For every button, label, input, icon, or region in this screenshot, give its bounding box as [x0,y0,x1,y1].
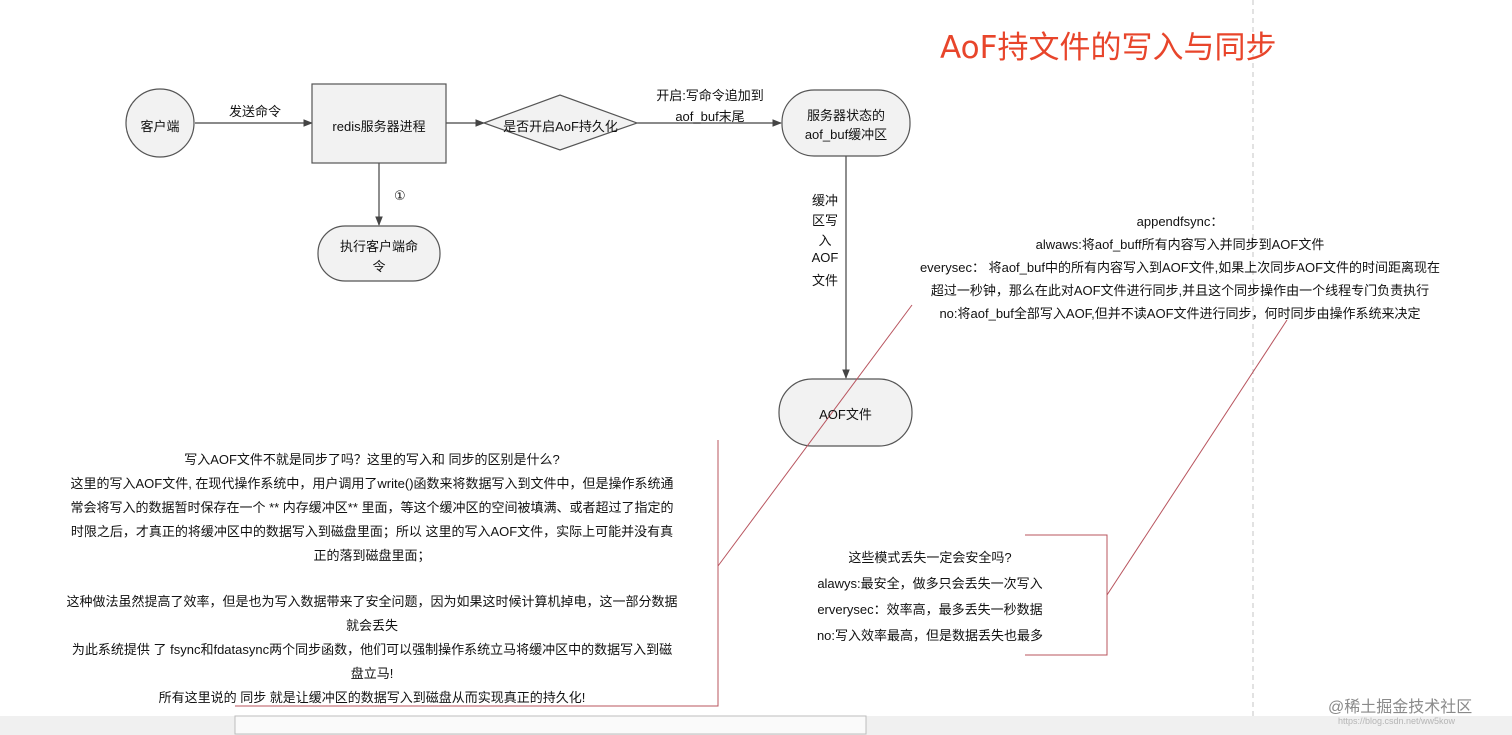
appendfsync-note: appendfsync： alwaws:将aof_buff所有内容写入并同步到A… [880,210,1480,325]
watermark-main: @稀土掘金技术社区 [1328,699,1473,716]
left-note-p3-line1: 为此系统提供 了 fsync和fdatasync两个同步函数，他们可以强制操作系… [71,642,673,657]
enabled-label-line1: 开启:写命令追加到 [656,88,764,103]
node-client [125,88,195,158]
buffer-label-line2: aof_buf缓冲区 [804,127,888,142]
enabled-label-line2: aof_buf末尾 [675,109,745,124]
execute-label-line1: 执行客户端命 [339,239,418,254]
node-buffer [781,89,911,157]
left-note-p1-line3: 时限之后，才真正的将缓冲区中的数据写入到磁盘里面；所以 这里的写入AOF文件，实… [70,524,674,539]
appendfsync-heading: appendfsync： [1136,214,1224,229]
node-execute [317,225,441,282]
appendfsync-no: no:将aof_buf全部写入AOF,但并不读AOF文件进行同步，何时同步由操作… [939,306,1421,321]
appendfsync-everysec: everysec： 将aof_buf中的所有内容写入到AOF文件,如果上次同步A… [919,260,1441,275]
left-note-p2-line1: 这种做法虽然提高了效率，但是也为写入数据带来了安全问题，因为如果这时候计算机掉电… [66,594,678,609]
right-note-always: alawys:最安全，做多只会丢失一次写入 [817,576,1043,591]
left-note: 写入AOF文件不就是同步了吗？这里的写入和 同步的区别是什么? 这里的写入AOF… [22,448,722,710]
buffer-label-line1: 服务器状态的 [806,108,885,123]
redis-server-label: redis服务器进程 [332,119,426,134]
node-aof-file [778,378,913,447]
appendfsync-always: alwaws:将aof_buff所有内容写入并同步到AOF文件 [1035,237,1325,252]
node-decision [482,94,639,151]
callout-left-leader [717,304,913,567]
decision-label: 是否开启AoF持久化 [503,119,618,134]
write-buffer-label-line1: 缓冲 [811,193,838,208]
write-buffer-label-line5: 文件 [811,273,838,288]
node-redis-server [311,83,447,164]
aof-file-label: AOF文件 [819,407,872,422]
right-note-everysec: erverysec：效率高，最多丢失一秒数据 [817,602,1043,617]
left-note-conclusion: 所有这里说的 同步 就是让缓冲区的数据写入到磁盘从而实现真正的持久化! [158,690,586,705]
left-note-p1-line2: 常会将写入的数据暂时保存在一个 ** 内存缓冲区** 里面，等这个缓冲区的空间被… [70,500,674,515]
write-buffer-label-line2: 区写 [811,213,838,228]
left-note-spacer [22,568,722,590]
right-note-question: 这些模式丢失一定会安全吗? [848,550,1012,565]
bottom-strip-box [234,715,867,735]
step-one-marker: ① [394,188,406,203]
write-buffer-label-line3: 入 [818,233,832,248]
left-note-p1-line1: 这里的写入AOF文件, 在现代操作系统中，用户调用了write()函数来将数据写… [70,476,674,491]
watermark-sub: https://blog.csdn.net/ww5kow [1338,716,1456,726]
write-buffer-label-line4: AOF [811,250,839,265]
client-label: 客户端 [140,119,180,134]
diagram-title: AoF持文件的写入与同步 [940,30,1277,66]
right-note: 这些模式丢失一定会安全吗? alawys:最安全，做多只会丢失一次写入 erve… [780,545,1080,649]
right-note-no: no:写入效率最高，但是数据丢失也最多 [816,628,1044,643]
left-note-question: 写入AOF文件不就是同步了吗？这里的写入和 同步的区别是什么? [184,452,560,467]
appendfsync-everysec-cont: 超过一秒钟，那么在此对AOF文件进行同步,并且这个同步操作由一个线程专门负责执行 [930,283,1430,298]
callout-left-note [235,440,719,707]
send-command-label: 发送命令 [228,104,281,119]
left-note-p2-line2: 就会丢失 [345,618,398,633]
left-note-p1-line4: 正的落到磁盘里面； [313,548,431,563]
left-note-p3-line2: 盘立马! [350,666,394,681]
callout-right-leader [1106,319,1288,596]
execute-label-line2: 令 [372,259,386,274]
